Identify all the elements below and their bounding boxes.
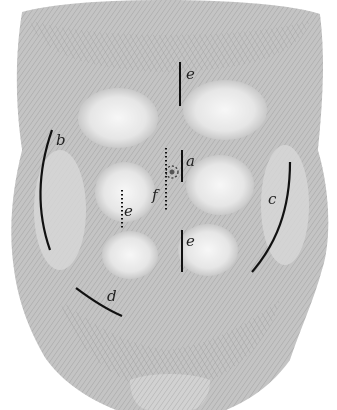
label-e-left: e <box>124 202 133 220</box>
label-c: c <box>268 190 277 208</box>
label-e-lower: e <box>186 232 195 250</box>
label-b: b <box>56 131 66 149</box>
label-d: d <box>107 287 117 305</box>
label-e-upper: e <box>186 65 195 83</box>
label-a: a <box>186 152 195 170</box>
